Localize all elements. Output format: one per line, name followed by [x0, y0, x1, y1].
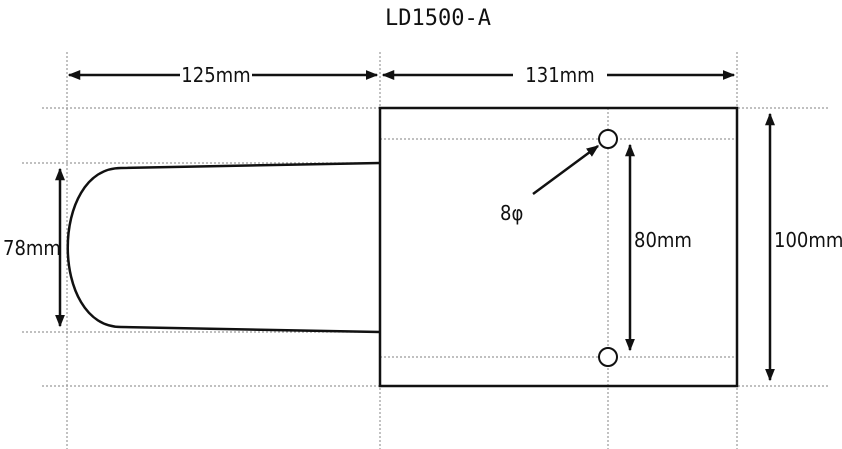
dimension-label-left-height: 78mm	[3, 236, 61, 260]
dimension-label-right-height: 100mm	[774, 228, 842, 252]
tongue-outline	[66, 161, 381, 334]
mounting-hole-top	[598, 129, 618, 149]
dimension-label-hole-spacing: 80mm	[634, 228, 692, 252]
hole-diameter-label: 8φ	[500, 201, 523, 225]
dimension-label-right-width: 131mm	[525, 63, 594, 87]
mounting-hole-bottom	[598, 347, 618, 367]
plate-rectangle	[378, 106, 739, 388]
drawing-title: LD1500-A	[385, 6, 491, 31]
hole-diameter-leader	[532, 144, 600, 196]
guide-lines	[22, 52, 830, 449]
dimension-label-left-width: 125mm	[181, 63, 250, 87]
